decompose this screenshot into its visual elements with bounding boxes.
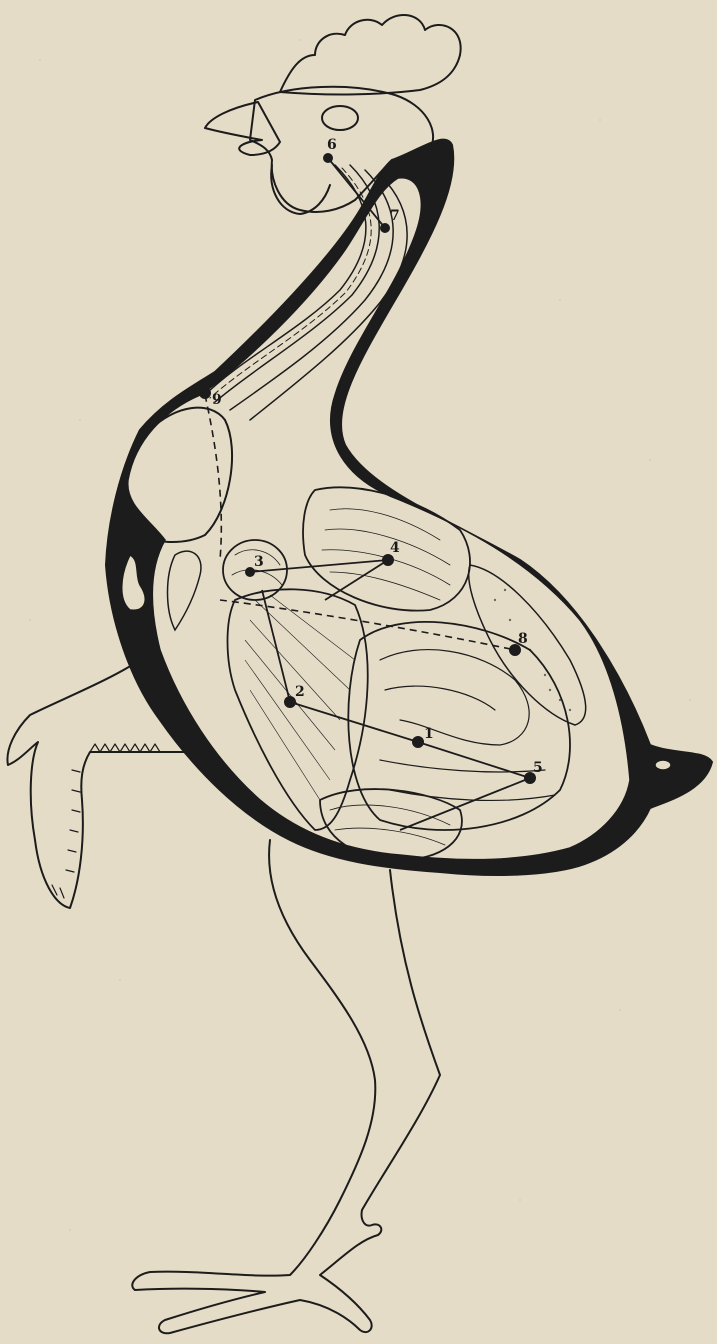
label-6: 6 <box>327 137 337 153</box>
label-5: 5 <box>533 760 543 776</box>
beak <box>205 102 280 155</box>
marker-dot-1 <box>412 736 424 748</box>
label-4: 4 <box>390 540 400 556</box>
wattle <box>271 165 330 214</box>
label-8: 8 <box>518 631 528 647</box>
comb <box>280 15 461 94</box>
tail-spot <box>655 760 671 770</box>
standing-leg <box>132 840 440 1333</box>
label-9: 9 <box>212 392 222 408</box>
label-1: 1 <box>424 726 434 742</box>
label-2: 2 <box>295 684 305 700</box>
label-7: 7 <box>390 208 400 224</box>
label-3: 3 <box>254 554 264 570</box>
eye <box>322 106 358 130</box>
